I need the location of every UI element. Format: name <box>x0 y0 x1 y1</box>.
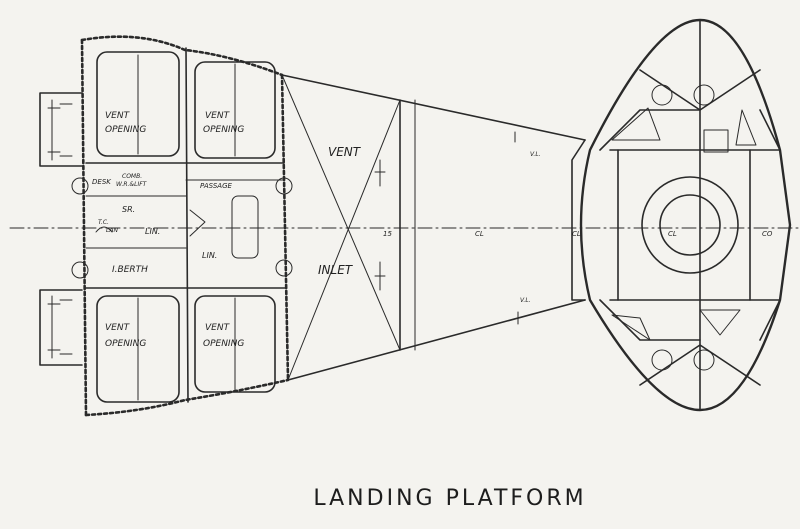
label-tc-1: T.C. <box>98 219 109 226</box>
diagram-title: LANDING PLATFORM <box>313 486 586 511</box>
label-vent-tl-1: VENT <box>105 111 131 121</box>
centre-mark-5: CO <box>762 230 773 238</box>
label-vent-tr-1: VENT <box>205 111 231 121</box>
label-vent: VENT <box>328 145 362 159</box>
centre-mark-2: CL <box>475 230 484 238</box>
label-vent-bl-2: OPENING <box>105 339 146 349</box>
labels: VENT OPENING VENT OPENING VENT OPENING V… <box>92 111 773 349</box>
centre-mark-3: CL <box>572 230 581 238</box>
centre-mark-4: CL <box>668 230 677 238</box>
label-lin-1: LIN. <box>145 227 160 236</box>
label-vent-tl-2: OPENING <box>105 125 146 135</box>
label-vl-top: V.L. <box>530 151 541 158</box>
label-vl-bottom: V.L. <box>520 297 531 304</box>
vent-inlet-section <box>281 74 586 381</box>
label-comb-2: W.R.&LIFT <box>116 181 148 188</box>
label-vent-br-2: OPENING <box>203 339 244 349</box>
hull-right-edge <box>280 73 290 382</box>
label-lin-2: LIN. <box>202 251 217 260</box>
label-berth: I.BERTH <box>112 265 148 275</box>
label-vent-br-1: VENT <box>205 323 231 333</box>
label-vent-tr-2: OPENING <box>203 125 244 135</box>
hull-interior <box>71 47 293 403</box>
label-sr: SR. <box>122 205 135 214</box>
centre-mark-1: 15 <box>383 230 392 238</box>
left-brackets <box>39 92 83 366</box>
label-passage: PASSAGE <box>200 182 233 190</box>
label-comb-1: COMB. <box>122 173 142 180</box>
oval-platform <box>579 18 792 412</box>
label-vent-bl-1: VENT <box>105 323 131 333</box>
hull-top-edge <box>80 35 284 77</box>
hull-bottom-edge <box>84 378 290 417</box>
label-inlet: INLET <box>318 263 354 277</box>
label-desk: DESK <box>92 178 112 186</box>
label-tc-2: LAN <box>106 227 118 234</box>
hull-left-edge <box>80 38 88 417</box>
